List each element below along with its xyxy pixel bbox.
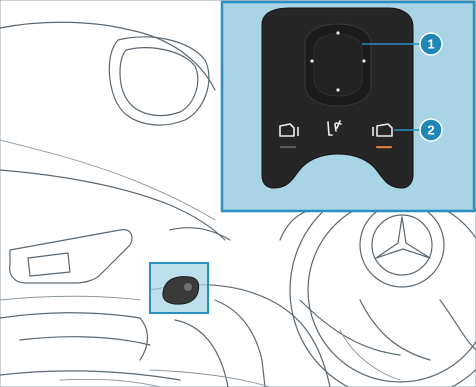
pad-up-dot [336,31,339,34]
callout-1: 1 [420,33,442,55]
location-highlight-box [150,263,208,313]
right-indicator-bar [376,146,392,148]
callout-2: 2 [420,119,442,141]
callout-2-number: 2 [427,123,434,138]
pad-down-dot [336,88,339,91]
detail-inset-panel: 1 2 [222,2,474,211]
left-indicator-bar [280,146,296,148]
callout-1-number: 1 [427,37,434,52]
pad-left-dot [310,59,313,62]
pad-right-dot [362,59,365,62]
multifunction-pad[interactable] [305,24,371,106]
